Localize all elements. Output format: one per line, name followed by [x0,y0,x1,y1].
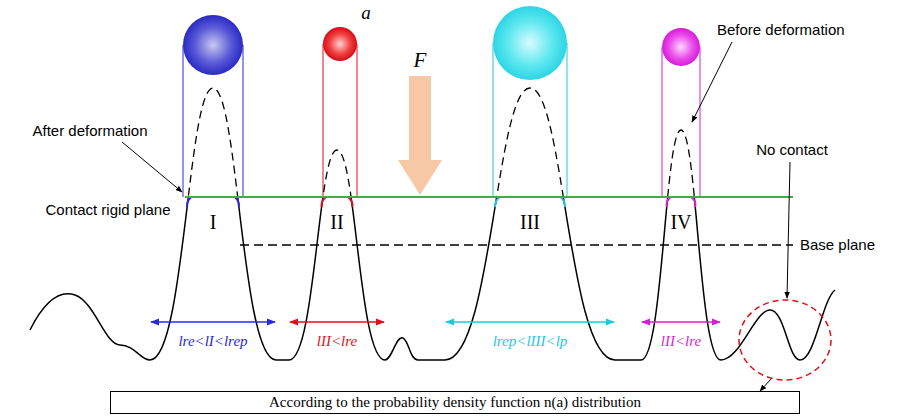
deformed-profile [321,197,352,207]
deformed-profile [667,197,696,207]
asperity-number: III [520,211,540,233]
leader-line [760,378,772,391]
base-plane [240,244,793,246]
sphere [183,15,243,75]
dimension-arrow [290,321,384,323]
leader-line [122,142,182,192]
annotation: Before deformation [717,22,845,39]
dimension-label: lre<lI<lrep [178,333,247,350]
dimension-arrow [151,321,275,323]
annotation: No contact [756,142,828,159]
sphere [323,27,357,61]
sphere-radius-label: a [361,3,371,24]
profile-line [30,197,835,360]
asperity-number: IV [670,211,691,233]
dimension-label: lII<lre [661,333,701,350]
force-label: F [414,49,427,72]
annotation: After deformation [32,123,147,140]
asperity-number: II [330,211,343,233]
dimension-label: lII<lre [317,333,357,350]
asperity-number: I [210,211,217,233]
deformed-profile [187,197,239,207]
annotation: Contact rigid plane [45,202,170,219]
dimension-label: lrep<lIII<lp [493,333,568,350]
dimension-arrow [446,321,614,323]
annotation: Base plane [800,237,875,254]
deformed-profile [495,197,565,207]
note-box: According to the probability density fun… [110,391,800,414]
rigid-plane [185,196,793,198]
no-contact-ellipse [739,300,831,380]
force-arrow [398,76,442,195]
leader-line [692,42,732,122]
note-text: According to the probability density fun… [269,394,641,411]
sphere-guides [183,43,700,197]
sphere [662,28,700,66]
profile-before-deformation [30,88,835,197]
leader-line [787,162,790,298]
dimension-arrow [642,321,720,323]
surface-profile [30,88,835,360]
sphere [493,6,567,80]
